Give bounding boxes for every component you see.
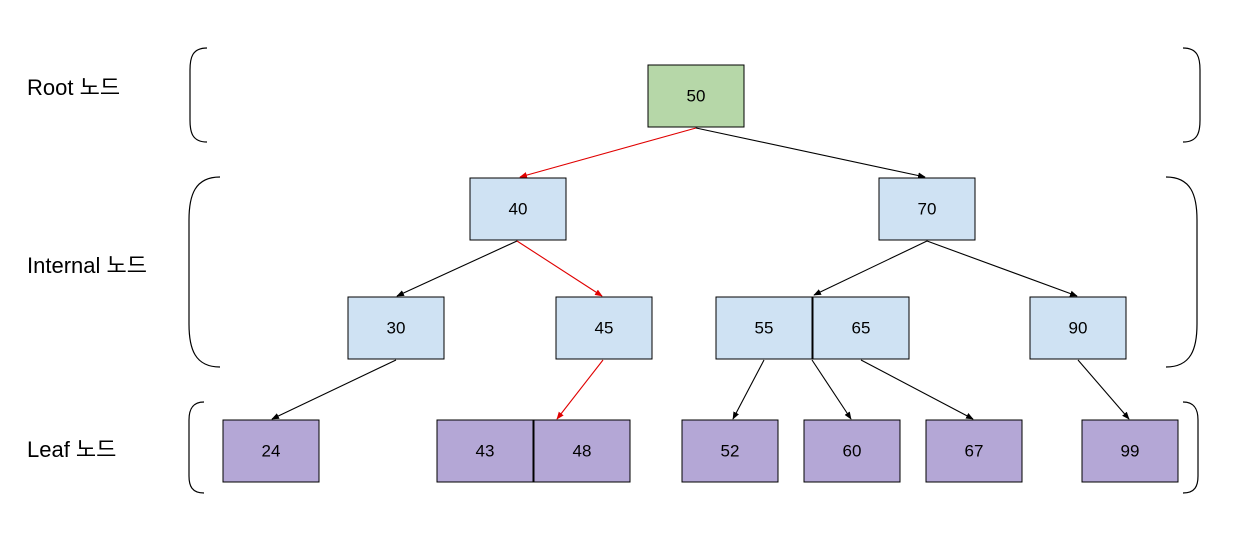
level-label-leaf: Leaf 노드: [27, 437, 116, 462]
internal-left-brace: [188, 176, 221, 368]
edge-55-65-to-60: [811, 359, 852, 420]
node-65-cell: [812, 296, 910, 360]
leaf-60: 60: [803, 419, 901, 483]
node-40: 40: [469, 177, 567, 241]
node-30-label: 30: [387, 319, 406, 338]
edge-40-to-45: [516, 240, 603, 297]
edge-50-to-40: [519, 127, 697, 179]
node-45-label: 45: [595, 319, 614, 338]
node-50-label: 50: [687, 87, 706, 106]
leaf-43-48: 43 48: [436, 419, 631, 483]
node-70: 70: [878, 177, 976, 241]
node-55-label: 55: [755, 319, 774, 338]
leaf-24-label: 24: [262, 442, 281, 461]
edge-45-to-43-48: [556, 359, 604, 420]
node-55-cell: [715, 296, 813, 360]
leaf-43-label: 43: [476, 442, 495, 461]
leaf-48-label: 48: [573, 442, 592, 461]
node-30: 30: [347, 296, 445, 360]
node-40-label: 40: [509, 200, 528, 219]
node-65-label: 65: [852, 319, 871, 338]
level-label-internal: Internal 노드: [27, 253, 147, 278]
leaf-43-cell: [436, 419, 534, 483]
leaf-right-brace: [1182, 401, 1199, 494]
node-90-label: 90: [1069, 319, 1088, 338]
leaf-99-label: 99: [1121, 442, 1140, 461]
internal-right-brace: [1165, 176, 1198, 368]
leaf-48-cell: [533, 419, 631, 483]
root-left-brace: [189, 47, 208, 143]
node-55-65: 55 65: [715, 296, 910, 360]
edge-90-to-99: [1077, 359, 1130, 420]
node-70-label: 70: [918, 200, 937, 219]
edge-65-to-67: [860, 359, 974, 420]
edge-70-to-55-65: [813, 240, 928, 296]
leaf-52-label: 52: [721, 442, 740, 461]
leaf-67: 67: [925, 419, 1023, 483]
node-45: 45: [555, 296, 653, 360]
edge-70-to-90: [926, 240, 1078, 297]
leaf-67-label: 67: [965, 442, 984, 461]
leaf-24: 24: [222, 419, 320, 483]
node-50: 50: [647, 64, 745, 128]
level-label-root: Root 노드: [27, 75, 120, 100]
leaf-left-brace: [188, 401, 205, 494]
edge-30-to-24: [271, 359, 397, 420]
root-right-brace: [1182, 47, 1201, 143]
leaf-52: 52: [681, 419, 779, 483]
edge-50-to-70: [695, 127, 926, 179]
leaf-60-label: 60: [843, 442, 862, 461]
edge-55-to-52: [732, 359, 765, 420]
edge-40-to-30: [396, 240, 518, 297]
node-90: 90: [1029, 296, 1127, 360]
leaf-99: 99: [1081, 419, 1179, 483]
